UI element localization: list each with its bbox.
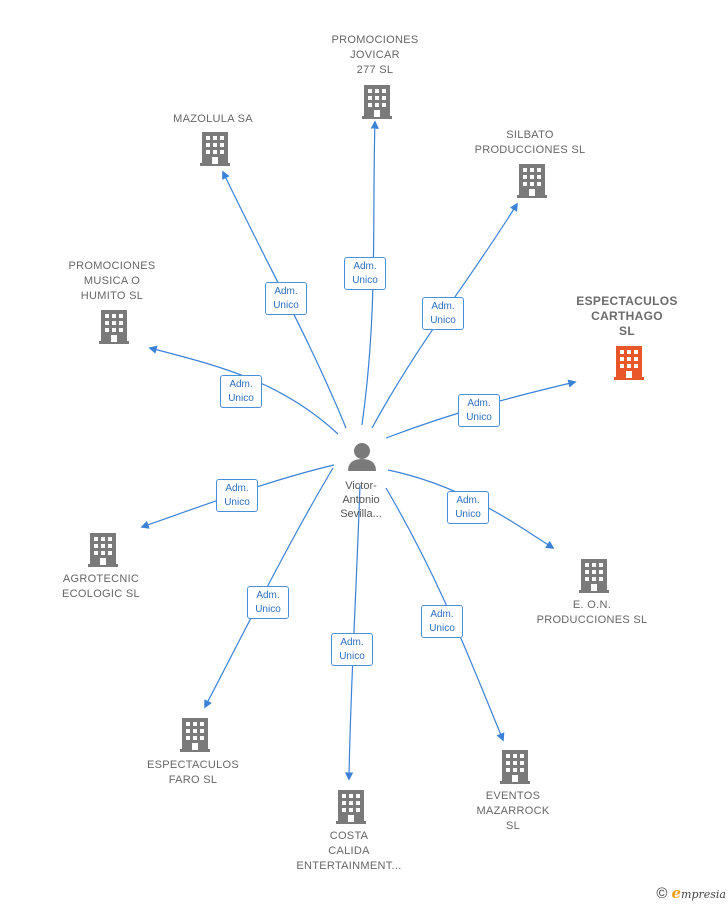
role-badge: Adm. Unico [447,491,489,524]
role-badge: Adm. Unico [216,479,258,512]
role-badge: Adm. Unico [265,282,307,315]
building-icon[interactable] [88,533,118,567]
building-icon[interactable] [579,559,609,593]
building-icon[interactable] [362,85,392,119]
person-icon [348,443,376,471]
role-badge: Adm. Unico [331,633,373,666]
footer-brand: © empresia [656,884,726,902]
building-icon[interactable] [180,718,210,752]
building-icon[interactable] [614,346,644,380]
role-badge: Adm. Unico [344,257,386,290]
role-badge: Adm. Unico [421,605,463,638]
role-badge: Adm. Unico [247,586,289,619]
edge-7 [204,467,334,709]
company-label[interactable]: MAZOLULA SA [173,113,253,125]
building-icon[interactable] [200,132,230,166]
empresia-logo: empresia [671,884,726,902]
copyright-symbol: © [656,884,668,902]
building-icon[interactable] [99,310,129,344]
company-label[interactable]: AGROTECNIC ECOLOGIC SL [62,573,140,600]
company-label[interactable]: SILBATO PRODUCCIONES SL [474,129,586,156]
role-badge: Adm. Unico [422,297,464,330]
edge-8 [344,484,361,781]
company-label[interactable]: ESPECTACULOS FARO SL [146,759,240,786]
company-label[interactable]: ESPECTACULOS CARTHAGO SL [576,294,678,338]
company-label[interactable]: E. O.N. PRODUCCIONES SL [536,599,648,626]
company-label[interactable]: PROMOCIONES MUSICA O HUMITO SL [68,260,156,302]
role-badge: Adm. Unico [220,375,262,408]
company-label[interactable]: PROMOCIONES JOVICAR 277 SL [331,34,419,76]
building-icon[interactable] [500,750,530,784]
role-badge: Adm. Unico [458,394,500,427]
building-icon[interactable] [336,790,366,824]
center-person-name[interactable]: Victor- Antonio Sevilla... [340,480,382,520]
company-label[interactable]: EVENTOS MAZARROCK SL [476,790,550,832]
building-icon[interactable] [517,164,547,198]
company-label[interactable]: COSTA CALIDA ENTERTAINMENT... [296,830,402,872]
